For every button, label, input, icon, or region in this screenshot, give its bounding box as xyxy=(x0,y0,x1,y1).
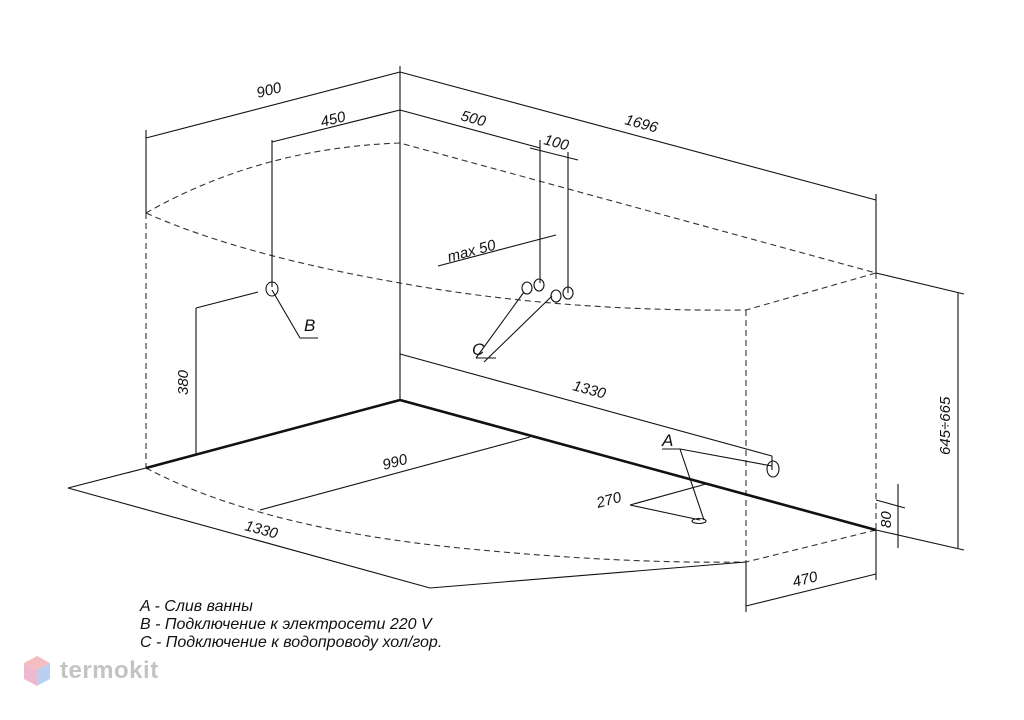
connection-b xyxy=(265,281,279,297)
brand-watermark: termokit xyxy=(22,654,159,688)
drain-outlet xyxy=(691,517,707,525)
connection-c-2 xyxy=(533,278,545,292)
dim-80: 80 xyxy=(878,511,895,528)
connection-points xyxy=(265,278,780,525)
connection-a xyxy=(766,460,780,478)
dim-1330-bottom: 1330 xyxy=(243,517,280,542)
dim-645-665: 645÷665 xyxy=(937,396,954,455)
dim-270: 270 xyxy=(594,489,624,512)
legend: A - Слив ванны B - Подключение к электро… xyxy=(140,598,442,652)
dimension-lines xyxy=(67,71,959,607)
marker-a: A xyxy=(661,431,673,450)
dim-1696: 1696 xyxy=(623,111,660,136)
dim-900: 900 xyxy=(255,79,284,102)
dim-500: 500 xyxy=(459,107,488,130)
dim-380: 380 xyxy=(175,369,192,395)
connection-c-1 xyxy=(521,281,533,295)
dim-470: 470 xyxy=(791,568,820,591)
legend-item-c: C - Подключение к водопроводу хол/гор. xyxy=(140,634,443,651)
connection-c-4 xyxy=(562,286,574,300)
dim-max-50: max 50 xyxy=(446,237,499,266)
dim-100: 100 xyxy=(542,131,571,154)
legend-item-b: B - Подключение к электросети 220 V xyxy=(140,616,432,633)
extension-lines xyxy=(67,66,965,612)
brand-name: termokit xyxy=(60,657,159,684)
dim-990: 990 xyxy=(381,451,410,474)
dim-1330-top: 1330 xyxy=(571,377,608,402)
marker-c: C xyxy=(472,340,485,359)
legend-item-a: A - Слив ванны xyxy=(140,598,253,615)
callout-leaders xyxy=(271,289,773,521)
dim-450: 450 xyxy=(319,108,348,131)
connection-c-3 xyxy=(550,289,562,303)
cube-logo-icon xyxy=(24,656,50,686)
tub-outline-dashed xyxy=(144,142,879,563)
marker-b: B xyxy=(304,316,315,335)
